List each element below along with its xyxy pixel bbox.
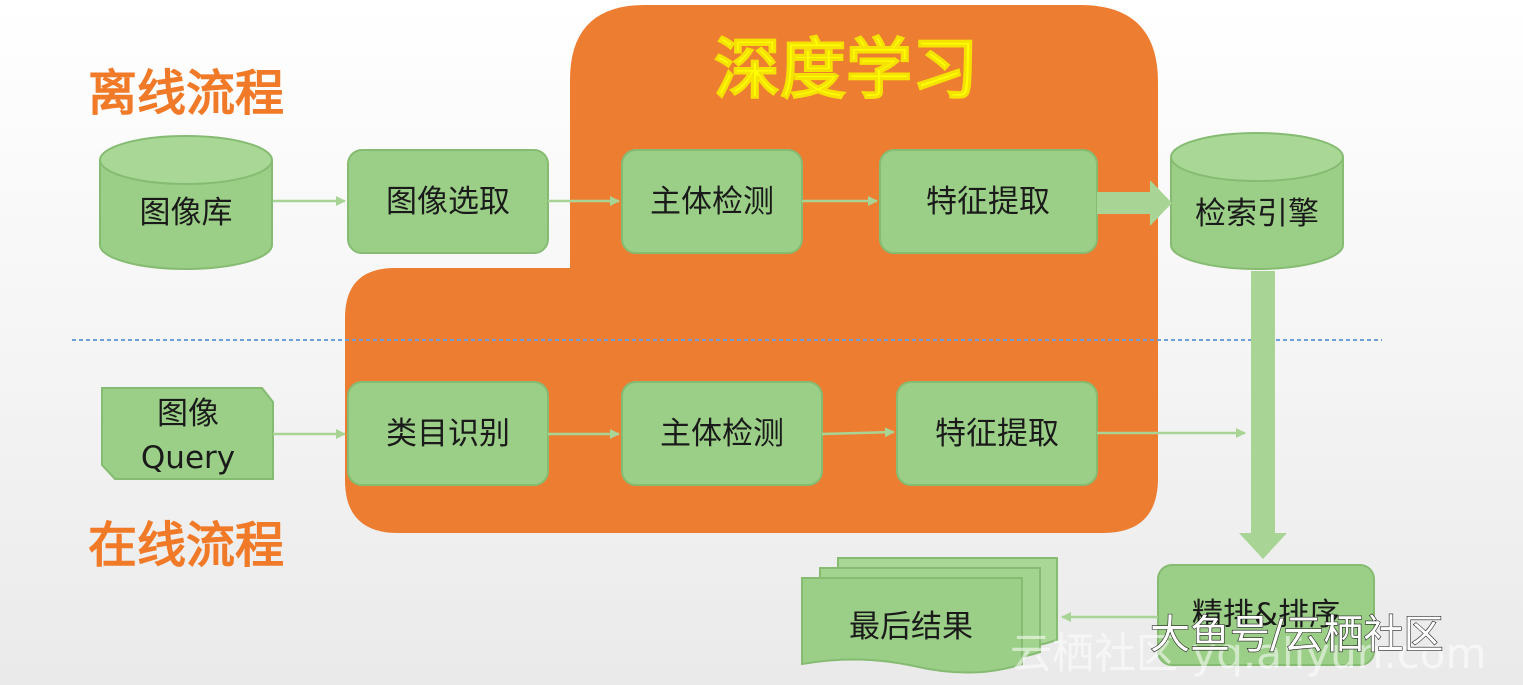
image-select-label: 图像选取 [386,184,510,220]
category-label: 类目识别 [386,416,510,452]
image-query-label-line1: 图像 [157,396,219,432]
online-process-title: 在线流程 [88,517,284,574]
watermark-main: 大鱼号/云栖社区 [1150,612,1443,658]
feature-online-label: 特征提取 [935,416,1059,452]
feature-offline-label: 特征提取 [926,184,1050,220]
detect-online-node: 主体检测 [621,381,823,486]
image-select-node: 图像选取 [347,149,549,254]
detect-online-label: 主体检测 [660,416,784,452]
result-label: 最后结果 [849,609,973,645]
offline-process-title: 离线流程 [88,65,284,122]
detect-offline-label: 主体检测 [650,184,774,220]
category-node: 类目识别 [347,381,549,486]
search-engine-label: 检索引擎 [1195,196,1319,232]
feature-online-node: 特征提取 [896,381,1098,486]
result-node: 最后结果 [801,557,1058,674]
arrow-detect-to-feature-online [821,427,895,438]
deep-learning-title: 深度学习 [714,31,978,108]
rerank-node: 精排&排序 [1157,564,1375,666]
rerank-label: 精排&排序 [1192,597,1340,633]
image-query-node: 图像 Query [101,387,274,480]
search-engine-node: 检索引擎 [1170,132,1344,270]
arrow-engine-to-rerank [1239,271,1287,559]
watermark-faint: 云栖社区 yq.aliyun.com [1010,629,1486,678]
image-db-node: 图像库 [99,135,273,270]
feature-offline-node: 特征提取 [879,149,1098,254]
image-query-label-line2: Query [141,440,235,476]
detect-offline-node: 主体检测 [621,149,803,254]
image-db-label: 图像库 [140,195,233,231]
arrow-feature-to-engine [1097,180,1172,226]
